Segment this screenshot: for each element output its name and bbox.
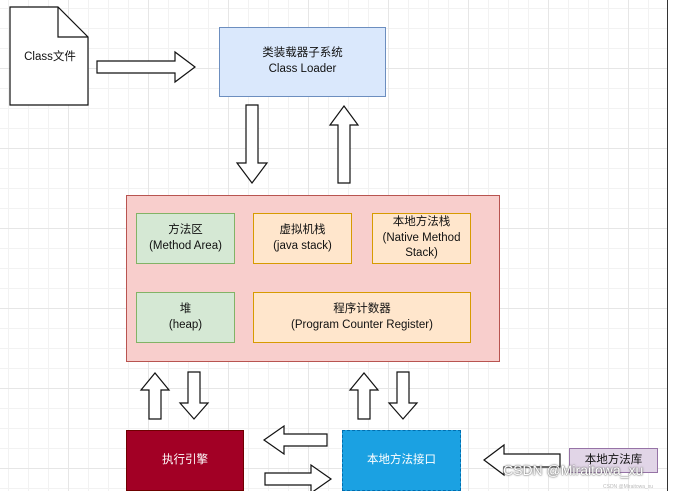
pc-register-box: 程序计数器 (Program Counter Register) <box>253 292 471 343</box>
right-margin <box>668 0 686 491</box>
execution-engine-label: 执行引擎 <box>162 453 208 466</box>
arrow-right-interface <box>264 463 333 491</box>
arrow-up-loader <box>328 104 360 184</box>
native-method-stack-title: 本地方法栈 <box>392 216 451 229</box>
method-area-title: 方法区 <box>168 223 203 236</box>
execution-engine-box: 执行引擎 <box>126 430 244 491</box>
heap-subtitle: (heap) <box>168 318 203 331</box>
class-loader-title-cn: 类装载器子系统 <box>262 47 343 60</box>
java-stack-box: 虚拟机栈 (java stack) <box>253 213 352 264</box>
native-interface-box: 本地方法接口 <box>342 430 461 491</box>
native-library-box: 本地方法库 <box>569 448 658 473</box>
java-stack-title: 虚拟机栈 <box>279 223 326 236</box>
class-file-label: Class文件 <box>24 51 76 63</box>
pc-register-subtitle: (Program Counter Register) <box>291 318 433 331</box>
native-method-stack-subtitle-1: (Native Method <box>382 231 461 244</box>
class-loader-title-en: Class Loader <box>268 63 337 75</box>
heap-title: 堆 <box>179 302 192 315</box>
watermark-small-text: CSDN @Miraitowa_xu <box>603 484 654 490</box>
native-library-label: 本地方法库 <box>584 453 643 466</box>
native-method-stack-subtitle-2: Stack) <box>405 247 438 260</box>
class-file-document <box>9 6 89 106</box>
watermark-text: CSDN @Miraitowa_xu <box>503 462 644 478</box>
method-area-subtitle: (Method Area) <box>149 239 222 252</box>
arrow-up-right <box>348 372 380 420</box>
arrow-down-right <box>387 371 419 420</box>
arrow-down-loader <box>235 104 269 184</box>
class-loader-box: 类装载器子系统 Class Loader <box>219 27 386 97</box>
arrow-down-left <box>178 371 210 420</box>
arrow-up-left <box>139 372 171 420</box>
arrow-left-engine <box>262 424 328 456</box>
heap-box: 堆 (heap) <box>136 292 235 343</box>
right-border-line <box>667 0 668 491</box>
arrow-left-interface <box>483 443 561 477</box>
method-area-box: 方法区 (Method Area) <box>136 213 235 264</box>
java-stack-subtitle: (java stack) <box>273 239 332 252</box>
pc-register-title: 程序计数器 <box>333 302 391 315</box>
native-interface-label: 本地方法接口 <box>367 453 436 466</box>
arrow-right-classfile <box>96 50 196 84</box>
